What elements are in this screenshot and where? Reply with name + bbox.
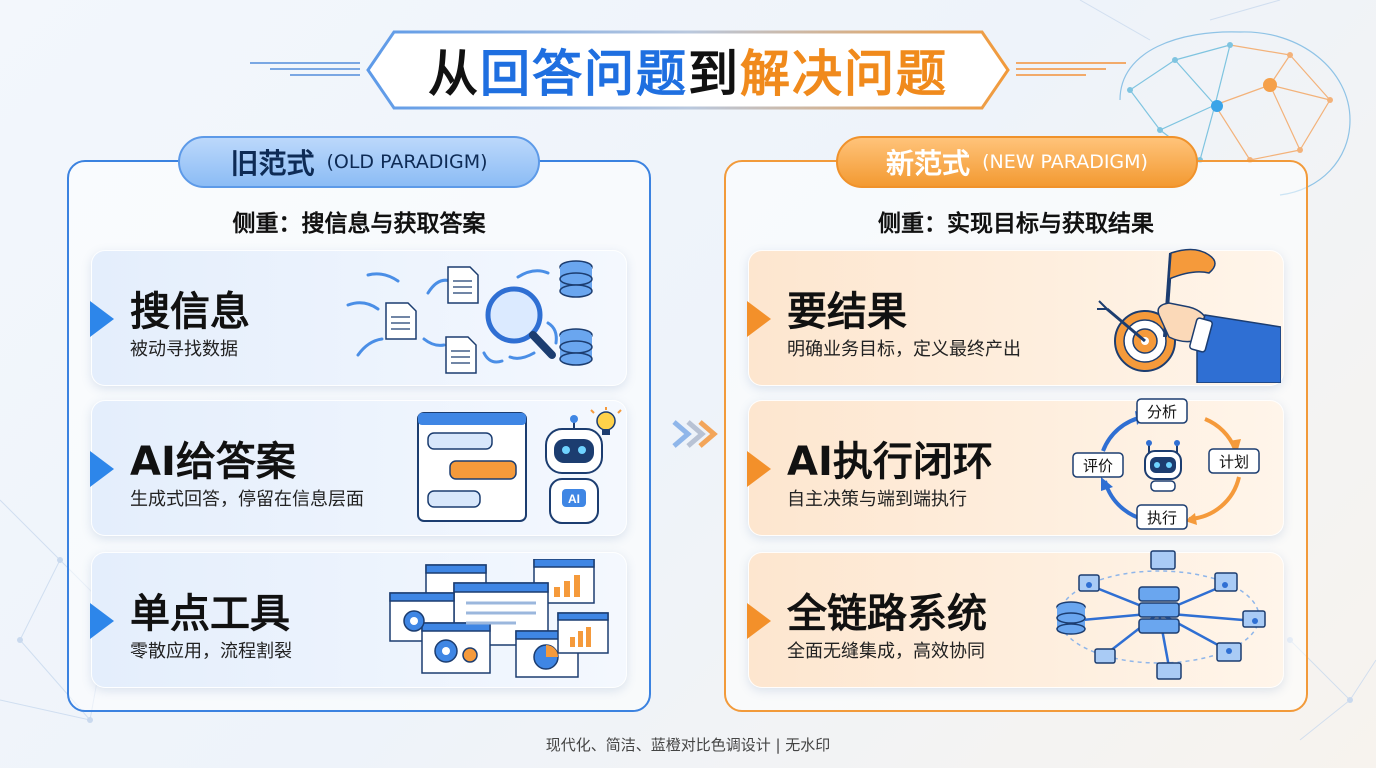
card-arrow-icon <box>747 603 771 639</box>
card-desc: 被动寻找数据 <box>130 339 238 360</box>
title-part-from: 从 <box>428 45 480 103</box>
new-card-full-chain: 全链路系统 全面无缝集成，高效协同 <box>747 550 1284 688</box>
loop-step-analyze: 分析 <box>1147 403 1177 421</box>
title-frame <box>366 30 1010 110</box>
card-desc: 明确业务目标，定义最终产出 <box>787 339 1021 360</box>
card-title: 要结果 <box>787 289 907 335</box>
old-paradigm-focus: 侧重：搜信息与获取答案 <box>232 211 486 237</box>
card-arrow-icon <box>747 451 771 487</box>
card-title: AI给答案 <box>130 439 296 485</box>
new-card-results: 要结果 明确业务目标，定义最终产出 <box>747 248 1284 386</box>
new-card-ai-loop: AI执行闭环 自主决策与端到端执行 分析 计划 执行 评价 <box>747 398 1284 536</box>
loop-step-plan: 计划 <box>1219 453 1249 471</box>
title-right-lines <box>1016 62 1126 76</box>
target-flag-icon <box>1097 248 1281 383</box>
title-part-solve: 解决问题 <box>740 45 948 103</box>
card-desc: 零散应用，流程割裂 <box>130 641 292 662</box>
loop-step-evaluate: 评价 <box>1083 457 1113 475</box>
old-card-ai-answer: AI给答案 生成式回答，停留在信息层面 AI <box>90 400 627 536</box>
card-desc: 全面无缝集成，高效协同 <box>787 641 985 662</box>
new-paradigm-label-en: (NEW PARADIGM) <box>982 151 1148 173</box>
search-documents-database-icon <box>346 260 593 374</box>
card-arrow-icon <box>90 451 114 487</box>
new-paradigm-focus: 侧重：实现目标与获取结果 <box>878 211 1154 237</box>
title-part-answer: 回答问题 <box>480 45 688 103</box>
card-title: 单点工具 <box>130 591 290 637</box>
card-title: AI执行闭环 <box>787 439 993 485</box>
old-paradigm-badge: 旧范式 (OLD PARADIGM) <box>178 136 540 188</box>
card-title: 全链路系统 <box>787 591 987 637</box>
card-desc: 自主决策与端到端执行 <box>787 489 967 510</box>
card-desc: 生成式回答，停留在信息层面 <box>130 489 364 510</box>
closed-loop-robot-icon: 分析 计划 执行 评价 <box>1072 398 1260 530</box>
loop-step-execute: 执行 <box>1147 509 1177 527</box>
card-arrow-icon <box>747 301 771 337</box>
chat-robot-icon: AI <box>417 407 622 524</box>
robot-ai-badge-text: AI <box>568 492 580 506</box>
page-title: 从 回答问题 到 解决问题 <box>366 30 1010 110</box>
card-arrow-icon <box>90 603 114 639</box>
scattered-app-windows-icon <box>389 559 609 678</box>
old-paradigm-label: 旧范式 <box>230 147 315 180</box>
footer-note: 现代化、简洁、蓝橙对比色调设计 | 无水印 <box>545 736 831 754</box>
transition-chevron-icon <box>672 420 718 448</box>
card-arrow-icon <box>90 301 114 337</box>
title-part-to: 到 <box>688 45 740 103</box>
new-paradigm-badge: 新范式 (NEW PARADIGM) <box>836 136 1198 188</box>
old-card-single-tool: 单点工具 零散应用，流程割裂 <box>90 552 627 688</box>
title-banner: 从 回答问题 到 解决问题 <box>366 30 1010 110</box>
new-paradigm-label: 新范式 <box>886 147 971 180</box>
old-paradigm-label-en: (OLD PARADIGM) <box>326 151 488 173</box>
title-left-lines <box>250 62 360 76</box>
card-title: 搜信息 <box>130 289 250 335</box>
connected-servers-icon <box>1056 550 1266 680</box>
old-card-search-info: 搜信息 被动寻找数据 <box>90 250 627 386</box>
